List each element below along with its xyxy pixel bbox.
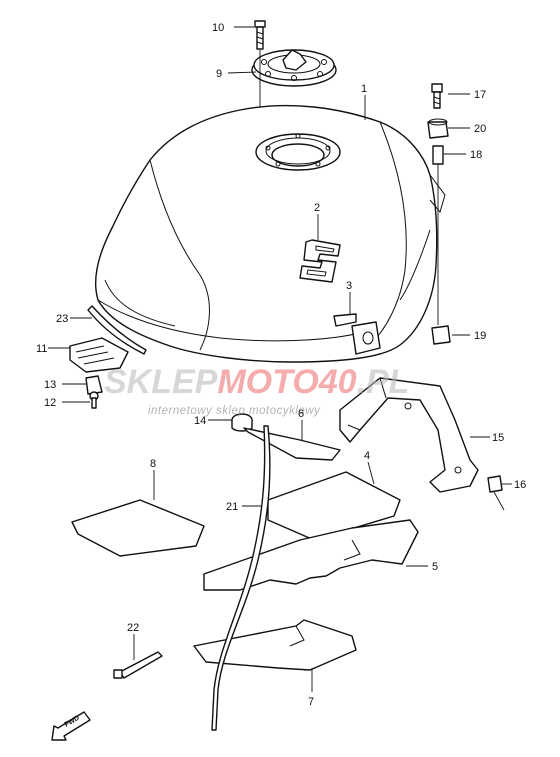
part-17-bolt (431, 83, 443, 109)
part-12-screw (89, 391, 99, 409)
part-7-cover (193, 619, 357, 671)
watermark: SKLEPMOTO40.PL internetowy sklep motocyk… (104, 363, 409, 417)
part-1-fuel-tank (95, 104, 446, 363)
callout-12: 12 (44, 397, 56, 409)
callout-16: 16 (514, 479, 526, 491)
part-18-spacer (432, 145, 444, 165)
callout-19: 19 (474, 330, 486, 342)
callout-1: 1 (361, 83, 367, 95)
callout-3: 3 (346, 280, 352, 292)
callout-17: 17 (474, 89, 486, 101)
callout-11: 11 (36, 343, 47, 355)
callout-10: 10 (212, 22, 224, 34)
part-4-heat-shield (267, 471, 401, 541)
part-8-pad (71, 499, 205, 557)
callout-13: 13 (44, 379, 56, 391)
part-9-fuel-cap (251, 49, 337, 87)
callout-22: 22 (127, 622, 139, 634)
callout-numbers: 10 9 1 2 3 23 11 13 12 14 6 4 8 21 5 7 2… (36, 22, 526, 708)
watermark-tagline: internetowy sklep motocyklowy (148, 405, 321, 417)
part-6-cover (243, 427, 341, 461)
part-10-bolt (254, 20, 266, 50)
callout-23: 23 (56, 313, 68, 325)
part-21-drain-hose (211, 425, 271, 731)
fwd-direction-marker: FWD (51, 711, 91, 741)
callout-14: 14 (194, 415, 206, 427)
part-22-clamp (113, 651, 163, 679)
callout-20: 20 (474, 123, 486, 135)
part-20-cushion (427, 118, 449, 139)
part-3-tank-rubber (333, 313, 381, 355)
callout-5: 5 (432, 561, 438, 573)
callout-8: 8 (150, 458, 156, 470)
callout-7: 7 (308, 696, 314, 708)
part-15-tank-bracket (339, 377, 479, 493)
callout-4: 4 (364, 450, 370, 462)
callout-6: 6 (298, 408, 304, 420)
callout-9: 9 (216, 68, 222, 80)
leader-lines (48, 26, 512, 692)
part-16-bolt (487, 475, 505, 511)
callout-15: 15 (492, 432, 504, 444)
part-23-trim-strip (87, 305, 147, 355)
part-13-grommet (85, 375, 103, 395)
watermark-brand: SKLEPMOTO40.PL (104, 363, 409, 401)
part-11-cushion (69, 337, 129, 373)
callout-18: 18 (470, 149, 482, 161)
callout-21: 21 (226, 501, 238, 513)
part-2-emblem (299, 239, 341, 283)
callout-2: 2 (314, 202, 320, 214)
part-19-cushion (431, 325, 451, 345)
